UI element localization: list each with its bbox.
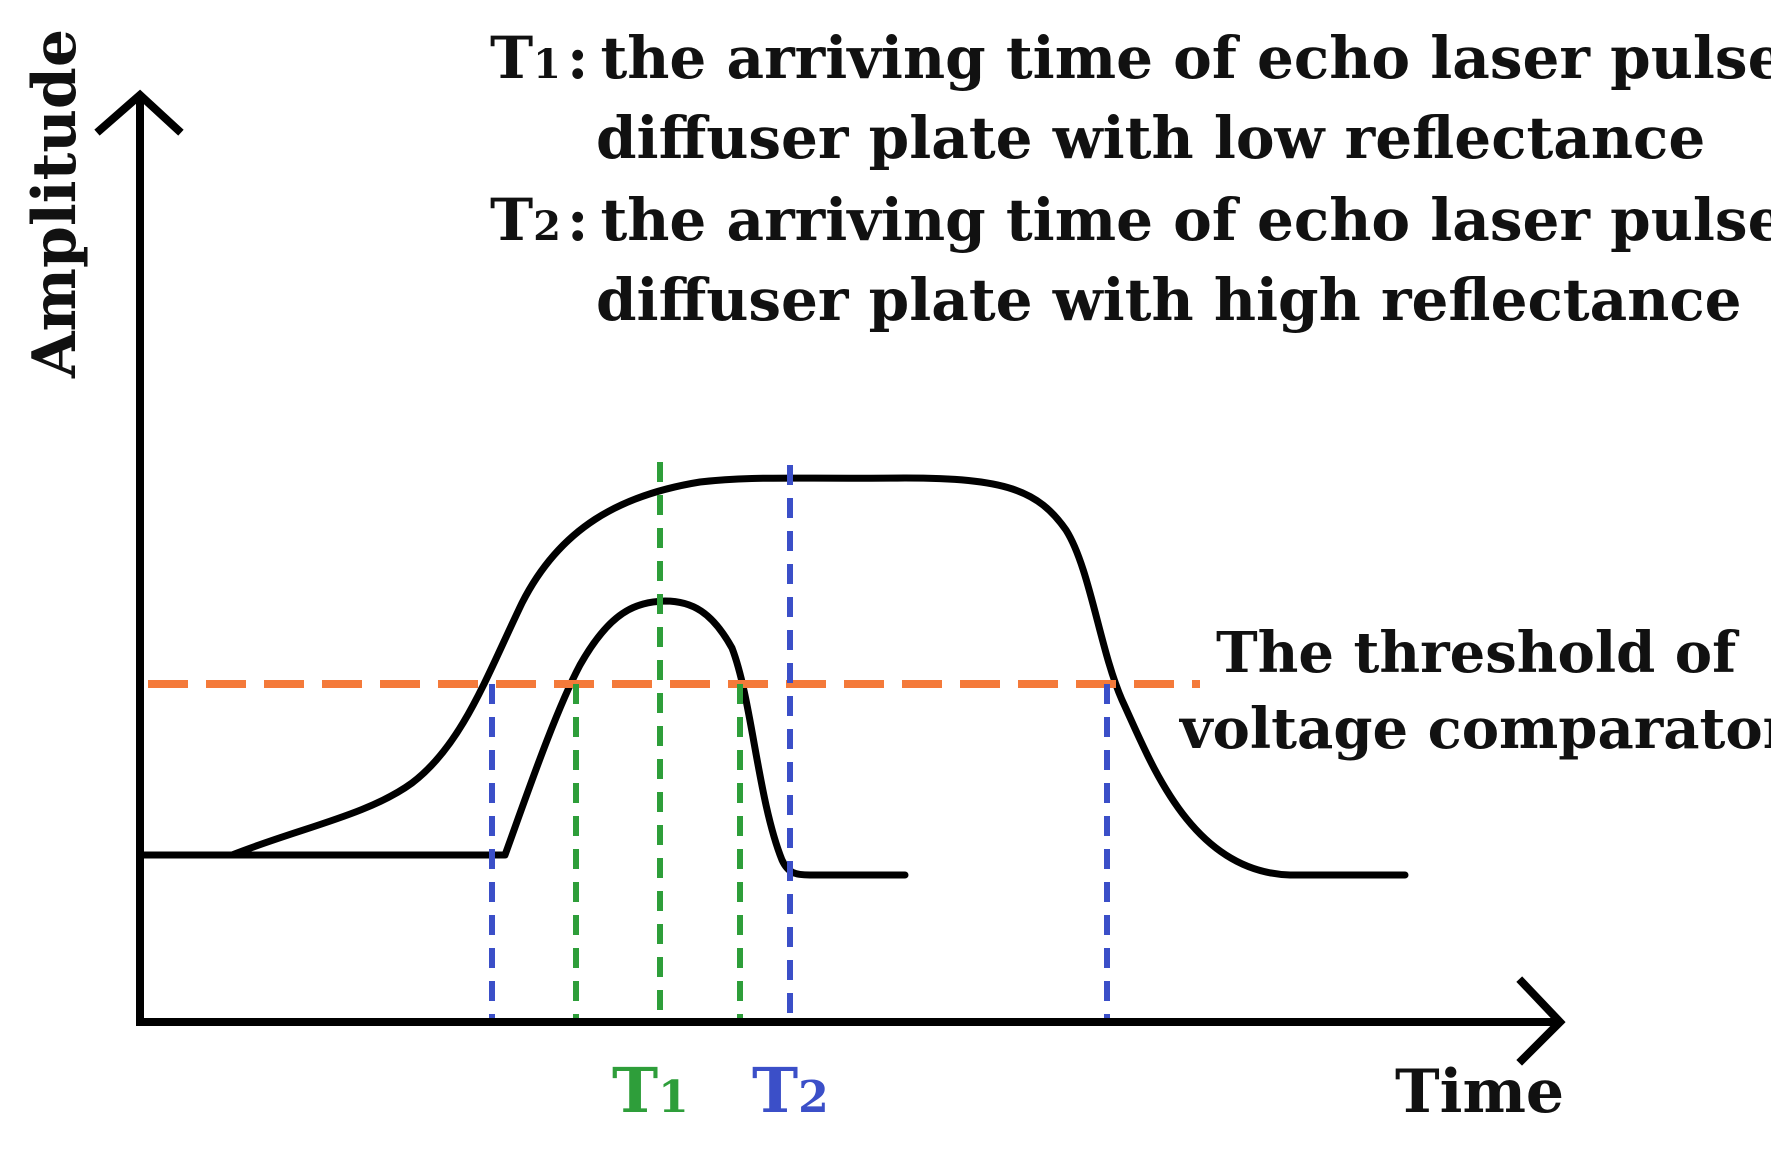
y-axis-arrowhead (94, 89, 184, 136)
legend-t2-line1: T2:the arriving time of echo laser pulse… (490, 186, 1771, 254)
narrow-pulse-curve (228, 597, 909, 879)
legend-t1-line2: diffuser plate with low reflectance (596, 104, 1705, 172)
t1-marker-lines (573, 462, 743, 1018)
t2-marker-lines (489, 465, 1110, 1018)
wide-pulse-curve (136, 474, 1409, 879)
tick-label-t1: T1 (612, 1054, 689, 1127)
x-axis-arrowhead (1516, 976, 1566, 1066)
legend-t2-line2: diffuser plate with high reflectance (596, 266, 1742, 334)
pulse-curves (136, 474, 1409, 879)
tick-label-t2: T2 (752, 1054, 829, 1127)
axes (94, 89, 1566, 1066)
legend: T1:the arriving time of echo laser pulse… (490, 24, 1771, 334)
threshold-label-line2: voltage comparator (1178, 696, 1771, 762)
y-axis-label: Amplitude (20, 29, 90, 379)
x-axis-label: Time (1395, 1057, 1564, 1127)
threshold-label-line1: The threshold of (1216, 620, 1740, 686)
legend-t1-line1: T1:the arriving time of echo laser pulse… (490, 24, 1771, 92)
